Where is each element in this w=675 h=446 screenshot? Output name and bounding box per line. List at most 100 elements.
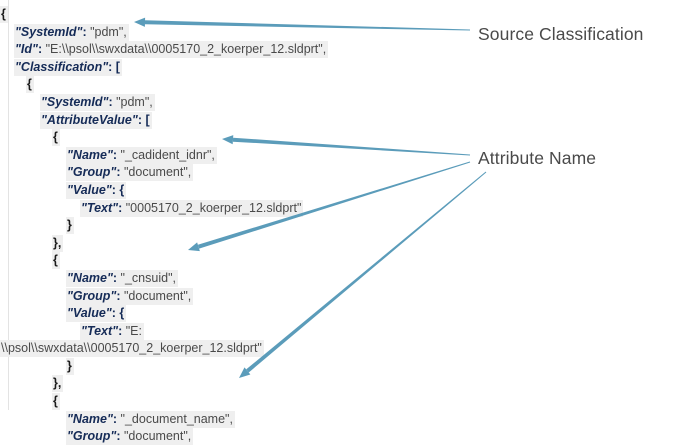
code-line-highlight: { <box>52 129 60 147</box>
code-line: "Group": "document", <box>0 164 400 182</box>
code-line-highlight: }, <box>52 375 64 393</box>
code-line-highlight: "Group": "document", <box>66 287 194 305</box>
code-line-highlight: "Value": { <box>66 305 127 323</box>
code-token-k: "Name" <box>67 411 113 426</box>
code-token-v: "pdm", <box>90 24 127 39</box>
code-line: { <box>0 129 400 147</box>
code-token-k: "AttributeValue" <box>41 112 138 127</box>
code-token-v: "document", <box>124 165 192 180</box>
code-line-highlight: "Value": { <box>66 181 127 199</box>
code-line: { <box>0 6 400 24</box>
code-token-p: : <box>116 165 124 180</box>
code-token-v: "_cnsuid", <box>120 270 176 285</box>
code-line-highlight: \\psol\\swxdata\\0005170_2_koerper_12.sl… <box>0 340 264 358</box>
code-line: "Group": "document", <box>0 428 400 446</box>
code-token-p: : <box>108 94 117 109</box>
code-line: { <box>0 393 400 411</box>
code-token-br: }, <box>53 235 62 250</box>
code-line-highlight: "Group": "document", <box>66 428 194 446</box>
code-token-p: : { <box>111 182 125 197</box>
code-line-highlight: "AttributeValue": [ <box>40 111 152 129</box>
code-line-highlight: } <box>66 357 74 375</box>
code-token-p: : <box>118 323 126 338</box>
code-token-v: "E:\\psol\\swxdata\\0005170_2_koerper_12… <box>45 42 327 57</box>
code-token-k: "Group" <box>67 288 117 303</box>
code-token-br: { <box>53 130 58 145</box>
code-line: }, <box>0 375 400 393</box>
code-line-highlight: "Text": "E: <box>80 322 144 340</box>
code-token-v: \\psol\\swxdata\\0005170_2_koerper_12.sl… <box>1 341 262 356</box>
code-token-k: "Group" <box>67 165 117 180</box>
code-token-k: "Text" <box>81 323 119 338</box>
code-line-highlight: "Group": "document", <box>66 164 194 182</box>
code-token-p: : <box>112 270 121 285</box>
code-line: } <box>0 217 400 235</box>
code-line: "Id": "E:\\psol\\swxdata\\0005170_2_koer… <box>0 41 400 59</box>
code-line: } <box>0 357 400 376</box>
code-line: "Classification": [ <box>0 58 400 77</box>
code-line: "Group": "document", <box>0 287 400 306</box>
code-line-highlight: { <box>52 252 60 270</box>
json-code-block[interactable]: {"SystemId": "pdm","Id": "E:\\psol\\swxd… <box>0 0 400 446</box>
code-token-k: "Name" <box>67 270 113 285</box>
code-token-br: { <box>1 7 6 21</box>
code-token-v: "_cadident_idnr", <box>120 147 215 162</box>
code-line-highlight: "Name": "_cnsuid", <box>66 269 178 287</box>
code-line: }, <box>0 234 400 253</box>
code-line-highlight: }, <box>52 234 64 252</box>
code-token-p: : <box>118 200 126 215</box>
code-token-br: } <box>67 358 72 373</box>
code-token-v: "document", <box>124 429 192 444</box>
code-line-highlight: "Name": "_document_name", <box>66 410 235 428</box>
code-line: "Value": { <box>0 181 400 200</box>
code-token-p: : [ <box>137 112 150 127</box>
code-token-v: "E: <box>125 323 142 338</box>
code-line-highlight: "Name": "_cadident_idnr", <box>66 146 217 164</box>
code-line-highlight: "Classification": [ <box>14 58 122 76</box>
code-line-highlight: { <box>52 393 60 411</box>
code-token-br: }, <box>53 376 62 391</box>
code-token-k: "Classification" <box>15 59 109 74</box>
code-token-br: { <box>53 253 58 268</box>
code-line: { <box>0 76 400 94</box>
code-token-p: : <box>116 288 124 303</box>
code-token-v: "0005170_2_koerper_12.sldprt" <box>125 200 302 215</box>
code-token-k: "SystemId" <box>41 94 109 109</box>
code-line: "Text": "E: <box>0 322 400 341</box>
code-token-p: : [ <box>108 59 120 74</box>
code-token-k: "Value" <box>67 306 112 321</box>
code-token-p: : <box>82 24 91 39</box>
code-line: \\psol\\swxdata\\0005170_2_koerper_12.sl… <box>0 340 400 358</box>
code-line: "SystemId": "pdm", <box>0 93 400 112</box>
code-line-highlight: "Id": "E:\\psol\\swxdata\\0005170_2_koer… <box>14 41 329 59</box>
code-token-v: "document", <box>124 288 192 303</box>
code-token-k: "Text" <box>81 200 119 215</box>
callout-label-attribute-name: Attribute Name <box>478 148 597 168</box>
code-token-k: "Name" <box>67 147 113 162</box>
code-line-highlight: "Text": "0005170_2_koerper_12.sldprt" <box>80 199 304 217</box>
code-line: "Name": "_cnsuid", <box>0 269 400 288</box>
code-line: "SystemId": "pdm", <box>0 23 400 42</box>
callout-label-source-classification: Source Classification <box>478 24 644 44</box>
code-token-k: "SystemId" <box>15 24 83 39</box>
code-token-br: { <box>27 77 32 92</box>
code-token-p: : <box>112 411 121 426</box>
code-line: { <box>0 252 400 270</box>
code-line: "AttributeValue": [ <box>0 111 400 130</box>
code-token-p: : { <box>111 306 125 321</box>
code-token-p: : <box>37 42 46 57</box>
code-token-k: "Group" <box>67 429 117 444</box>
code-line: "Value": { <box>0 305 400 323</box>
code-token-k: "Id" <box>15 42 38 57</box>
code-line-highlight: } <box>66 217 74 235</box>
code-token-br: { <box>53 394 58 409</box>
code-left-rule <box>8 0 9 410</box>
code-token-p: : <box>116 429 124 444</box>
code-token-v: "pdm", <box>116 94 153 109</box>
code-token-p: : <box>112 147 121 162</box>
code-line: "Text": "0005170_2_koerper_12.sldprt" <box>0 199 400 218</box>
code-token-br: } <box>67 218 72 233</box>
code-line-highlight: { <box>26 76 34 94</box>
code-line: "Name": "_document_name", <box>0 410 400 429</box>
code-line-highlight: { <box>0 6 8 23</box>
